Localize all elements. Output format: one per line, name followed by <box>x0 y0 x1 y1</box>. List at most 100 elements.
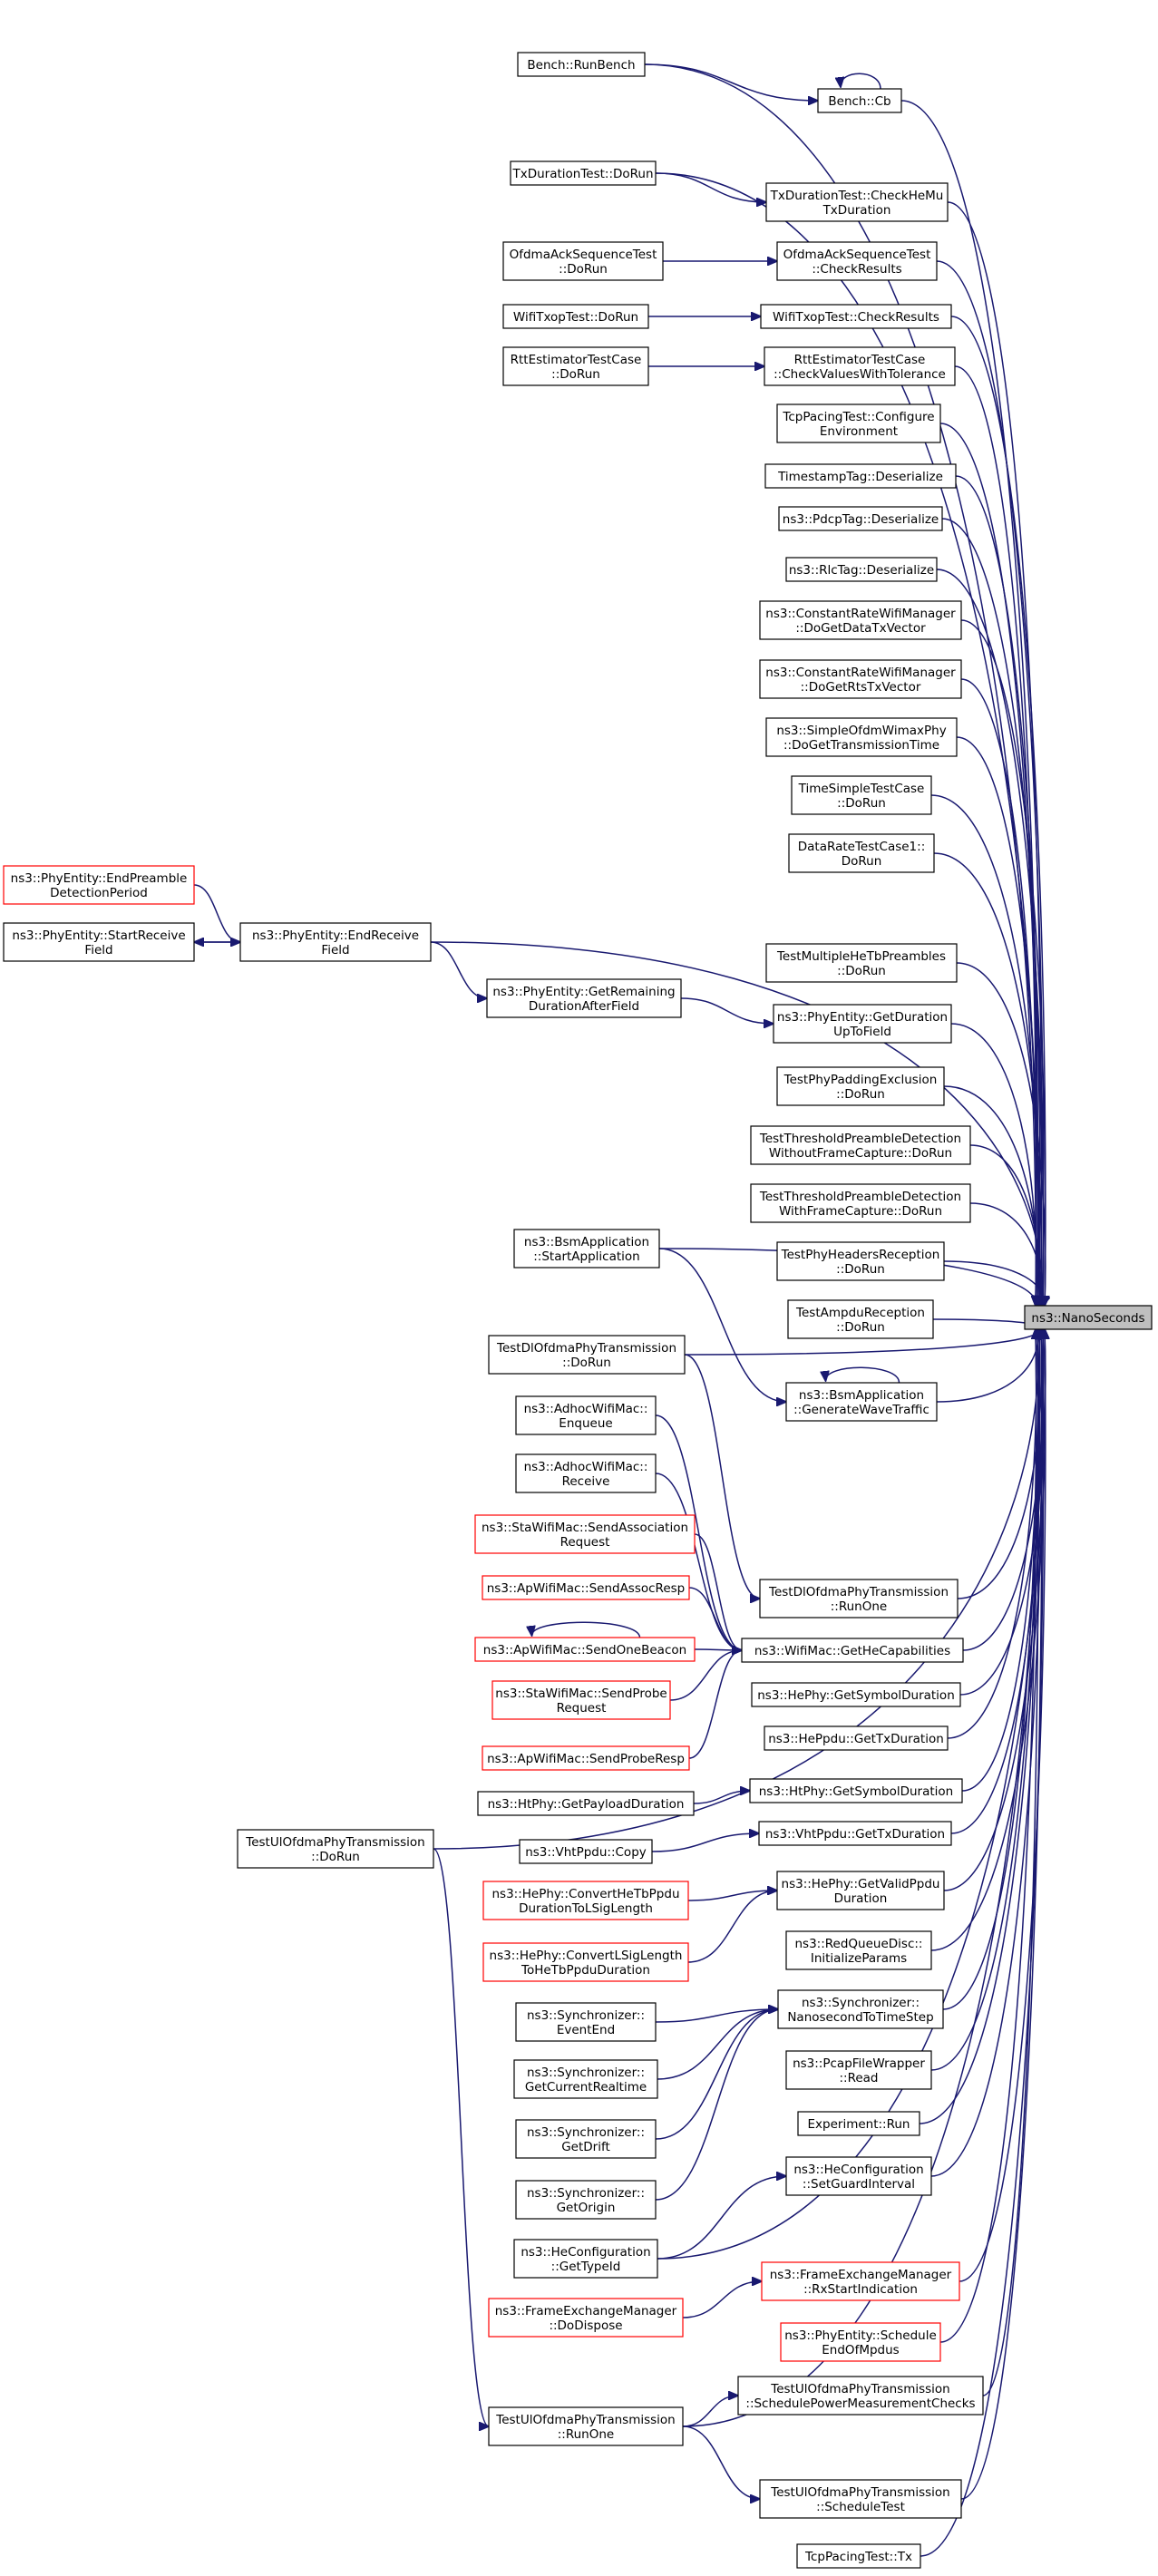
edge-convlsig-to-validppdu <box>687 1891 777 1963</box>
node-exprun[interactable]: Experiment::Run <box>797 2111 920 2136</box>
node-htsym[interactable]: ns3::HtPhy::GetSymbolDuration <box>749 1778 963 1803</box>
node-label: TestThresholdPreambleDetection <box>759 1132 961 1146</box>
node-box <box>765 717 958 757</box>
node-box <box>515 1395 657 1435</box>
edge-txdurrun-to-checkhemu <box>655 172 766 202</box>
node-rxstart[interactable]: ns3::FrameExchangeManager::RxStartIndica… <box>761 2261 960 2301</box>
node-datarate[interactable]: DataRateTestCase1::DoRun <box>788 833 935 873</box>
node-crdata[interactable]: ns3::ConstantRateWifiManager::DoGetDataT… <box>759 600 962 640</box>
node-schedtest[interactable]: TestUlOfdmaPhyTransmission::ScheduleTest <box>759 2479 962 2519</box>
node-hephysym[interactable]: ns3::HePhy::GetSymbolDuration <box>751 1682 961 1707</box>
node-box <box>510 160 657 186</box>
node-label: GetCurrentRealtime <box>525 2080 647 2095</box>
node-label: Field <box>84 943 112 957</box>
node-rttcheck[interactable]: RttEstimatorTestCase::CheckValuesWithTol… <box>764 346 956 386</box>
node-schedpower[interactable]: TestUlOfdmaPhyTransmission::SchedulePowe… <box>737 2376 984 2416</box>
node-gethecap[interactable]: ns3::WifiMac::GetHeCapabilities <box>741 1638 964 1663</box>
node-box <box>817 88 902 113</box>
edge-exprun-to-nanoseconds <box>919 1329 1040 2124</box>
edge-adhocenq-to-gethecap <box>655 1414 742 1650</box>
edge-bsmgen-self <box>825 1366 900 1384</box>
node-txoprun[interactable]: WifiTxopTest::DoRun <box>502 304 649 329</box>
edge-simpleofdm-to-nanoseconds <box>956 736 1038 1306</box>
node-cb[interactable]: Bench::Cb <box>817 88 902 113</box>
node-label: Bench::Cb <box>828 94 890 109</box>
node-threshw[interactable]: TestThresholdPreambleDetectionWithFrameC… <box>750 1183 971 1223</box>
node-remaining[interactable]: ns3::PhyEntity::GetRemainingDurationAfte… <box>486 978 682 1018</box>
node-pdcp[interactable]: ns3::PdcpTag::Deserialize <box>778 506 943 531</box>
node-bsmstart[interactable]: ns3::BsmApplication::StartApplication <box>513 1229 660 1269</box>
node-typeid[interactable]: ns3::HeConfiguration::GetTypeId <box>513 2239 658 2279</box>
node-label: ::CheckResults <box>812 262 901 277</box>
node-heppdutx[interactable]: ns3::HePpdu::GetTxDuration <box>764 1725 949 1751</box>
node-box <box>776 1241 945 1281</box>
node-label: TimestampTag::Deserialize <box>777 470 943 484</box>
node-simpleofdm[interactable]: ns3::SimpleOfdmWimaxPhy::DoGetTransmissi… <box>765 717 958 757</box>
node-label: ns3::PhyEntity::GetRemaining <box>492 985 675 999</box>
node-convhetb[interactable]: ns3::HePhy::ConvertHeTbPpduDurationToLSi… <box>482 1881 689 1920</box>
node-bsmgen[interactable]: ns3::BsmApplication::GenerateWaveTraffic <box>785 1382 938 1422</box>
node-red[interactable]: ns3::RedQueueDisc::InitializeParams <box>785 1930 932 1970</box>
node-endpreamble[interactable]: ns3::PhyEntity::EndPreambleDetectionPeri… <box>3 865 195 905</box>
node-convlsig[interactable]: ns3::HePhy::ConvertLSigLengthToHeTbPpduD… <box>482 1942 689 1982</box>
node-adhocenq[interactable]: ns3::AdhocWifiMac::Enqueue <box>515 1395 657 1435</box>
node-drift[interactable]: ns3::Synchronizer::GetDrift <box>515 2119 657 2159</box>
node-origin[interactable]: ns3::Synchronizer::GetOrigin <box>515 2180 657 2220</box>
node-currt[interactable]: ns3::Synchronizer::GetCurrentRealtime <box>513 2059 658 2099</box>
node-box <box>488 1335 686 1375</box>
node-guard[interactable]: ns3::HeConfiguration::SetGuardInterval <box>785 2156 932 2196</box>
node-label: Environment <box>820 424 898 439</box>
node-ulrunone[interactable]: TestUlOfdmaPhyTransmission::RunOne <box>488 2406 684 2446</box>
node-adhocrecv[interactable]: ns3::AdhocWifiMac::Receive <box>515 1453 657 1493</box>
node-apassocresp[interactable]: ns3::ApWifiMac::SendAssocResp <box>482 1575 690 1600</box>
node-rlc[interactable]: ns3::RlcTag::Deserialize <box>785 557 938 582</box>
node-tcptx[interactable]: TcpPacingTest::Tx <box>796 2543 921 2569</box>
node-dlrun[interactable]: TestDlOfdmaPhyTransmission::DoRun <box>488 1335 686 1375</box>
node-aprobe[interactable]: ns3::ApWifiMac::SendProbeResp <box>482 1745 690 1771</box>
node-ofdmacheck[interactable]: OfdmaAckSequenceTest::CheckResults <box>776 241 938 281</box>
node-ulrun[interactable]: TestUlOfdmaPhyTransmission::DoRun <box>237 1829 434 1869</box>
node-eventend[interactable]: ns3::Synchronizer::EventEnd <box>515 2002 657 2042</box>
edge-schedtest-to-nanoseconds <box>960 1329 1042 2500</box>
node-label: TestPhyPaddingExclusion <box>783 1073 938 1087</box>
node-txopcheck[interactable]: WifiTxopTest::CheckResults <box>760 304 952 329</box>
node-label: ::RxStartIndication <box>803 2282 918 2297</box>
node-nanostep[interactable]: ns3::Synchronizer::NanosecondToTimeStep <box>777 1989 944 2029</box>
node-multihetb[interactable]: TestMultipleHeTbPreambles::DoRun <box>765 943 958 983</box>
node-label: ns3::HtPhy::GetPayloadDuration <box>488 1797 685 1812</box>
node-timestamp[interactable]: TimestampTag::Deserialize <box>764 463 957 489</box>
node-label: ns3::PhyEntity::GetDuration <box>777 1010 948 1025</box>
node-fedispose[interactable]: ns3::FrameExchangeManager::DoDispose <box>488 2298 684 2338</box>
node-headers[interactable]: TestPhyHeadersReception::DoRun <box>776 1241 945 1281</box>
edge-timestamp-to-nanoseconds <box>955 475 1040 1306</box>
node-payload[interactable]: ns3::HtPhy::GetPayloadDuration <box>477 1791 695 1816</box>
node-vhttx[interactable]: ns3::VhtPpdu::GetTxDuration <box>758 1821 952 1846</box>
node-label: ns3::BsmApplication <box>799 1388 924 1403</box>
node-ampdu[interactable]: TestAmpduReception::DoRun <box>787 1299 934 1339</box>
node-vhtcopy[interactable]: ns3::VhtPpdu::Copy <box>519 1839 653 1864</box>
node-padding[interactable]: TestPhyPaddingExclusion::DoRun <box>776 1066 945 1106</box>
node-label: ::SchedulePowerMeasurementChecks <box>745 2396 975 2411</box>
node-pcap[interactable]: ns3::PcapFileWrapper::Read <box>785 2050 932 2090</box>
node-crrts[interactable]: ns3::ConstantRateWifiManager::DoGetRtsTx… <box>759 659 962 699</box>
node-box <box>750 1183 971 1223</box>
node-dlrunone[interactable]: TestDlOfdmaPhyTransmission::RunOne <box>759 1579 959 1619</box>
node-beacon[interactable]: ns3::ApWifiMac::SendOneBeacon <box>474 1637 696 1662</box>
node-label: ::RunOne <box>831 1599 887 1614</box>
node-threshwo[interactable]: TestThresholdPreambleDetectionWithoutFra… <box>750 1125 971 1165</box>
node-box <box>791 775 932 815</box>
node-rttrun[interactable]: RttEstimatorTestCase::DoRun <box>502 346 649 386</box>
node-txdurrun[interactable]: TxDurationTest::DoRun <box>510 160 657 186</box>
node-ofdmarun[interactable]: OfdmaAckSequenceTest::DoRun <box>502 241 664 281</box>
node-timesimple[interactable]: TimeSimpleTestCase::DoRun <box>791 775 932 815</box>
node-runbench[interactable]: Bench::RunBench <box>517 52 646 77</box>
